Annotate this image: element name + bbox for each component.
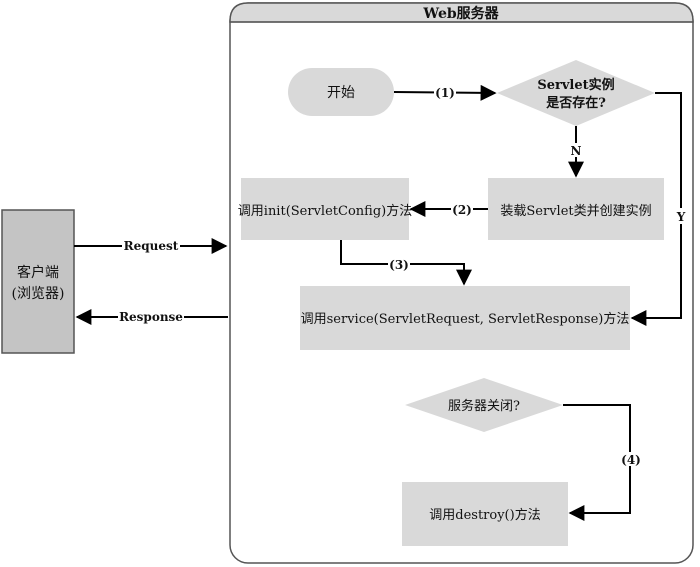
edge-yes — [630, 92, 682, 326]
servlet-exists-decision — [497, 60, 655, 126]
servlet-exists-line1: Servlet实例 — [537, 77, 614, 93]
client-label-line2: (浏览器) — [12, 286, 65, 302]
init-label: 调用init(ServletConfig)方法 — [238, 203, 412, 219]
destroy-box — [402, 482, 568, 546]
load-servlet-label: 装载Servlet类并创建实例 — [500, 204, 651, 219]
edge-step3-label: (3) — [389, 258, 409, 272]
edge-step1-label: (1) — [435, 86, 455, 100]
shutdown-label: 服务器关闭? — [448, 398, 520, 414]
client-label-line1: 客户端 — [17, 264, 59, 281]
edge-step4-label: (4) — [621, 453, 641, 467]
service-box — [300, 286, 630, 350]
web-server-title: Web服务器 — [422, 5, 499, 22]
service-label: 调用service(ServletRequest, ServletRespons… — [301, 311, 630, 327]
edge-request-label: Request — [124, 239, 179, 253]
edge-step2-label: (2) — [452, 203, 472, 217]
init-box — [241, 178, 409, 240]
client-box — [1, 209, 75, 354]
edge-yes-label: Y — [676, 210, 686, 224]
edge-response-label: Response — [119, 310, 183, 324]
edge-no-label: N — [571, 144, 582, 158]
load-servlet-box — [488, 178, 664, 240]
start-node — [288, 68, 394, 116]
servlet-exists-line2: 是否存在? — [545, 95, 606, 111]
shutdown-decision — [405, 378, 563, 432]
start-label: 开始 — [327, 85, 355, 101]
destroy-label: 调用destroy()方法 — [429, 507, 540, 523]
